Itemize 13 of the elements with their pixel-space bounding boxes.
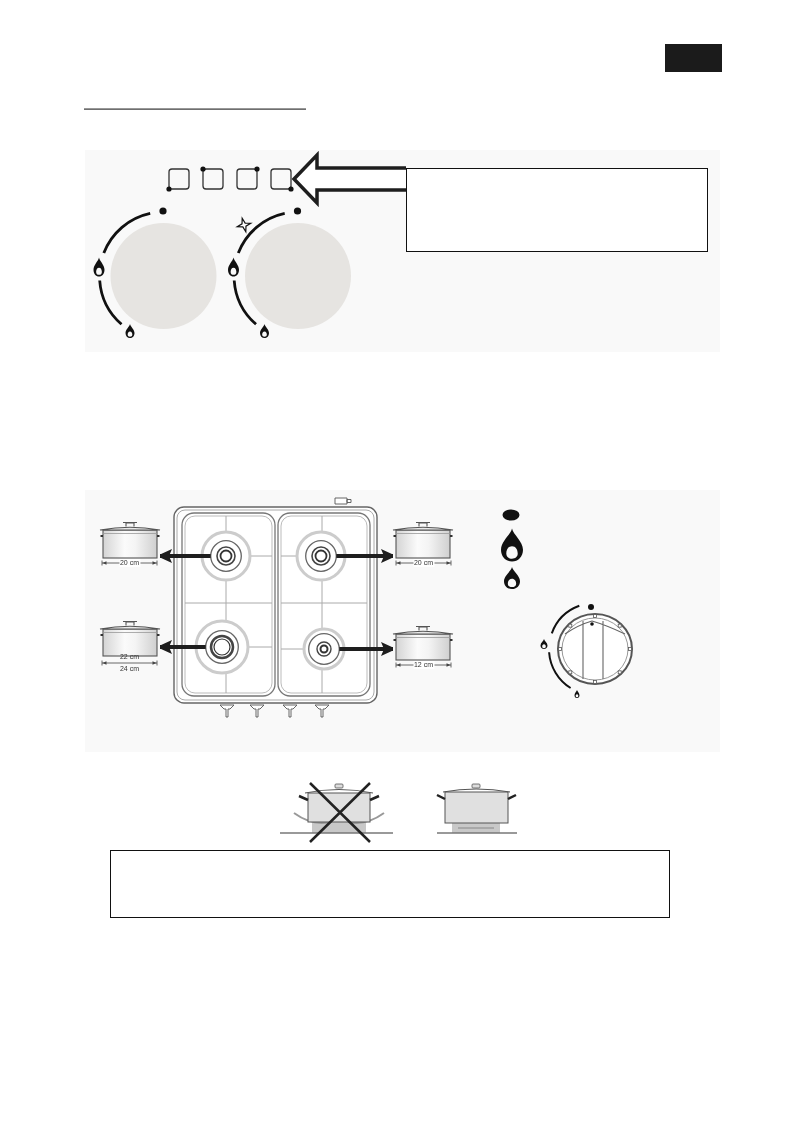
burner [205,630,239,664]
pot-drawing [393,624,453,661]
callout-box [406,168,708,252]
burner [308,633,340,665]
note-box [110,850,670,918]
pot-drawing [100,520,160,559]
block-arrow [291,150,408,208]
pot-drawing [100,619,160,657]
burner [210,540,242,572]
burner [305,540,337,572]
hob-drawing [172,497,379,720]
pot-drawing [393,520,453,559]
indicator-symbols-drawing [166,166,294,192]
